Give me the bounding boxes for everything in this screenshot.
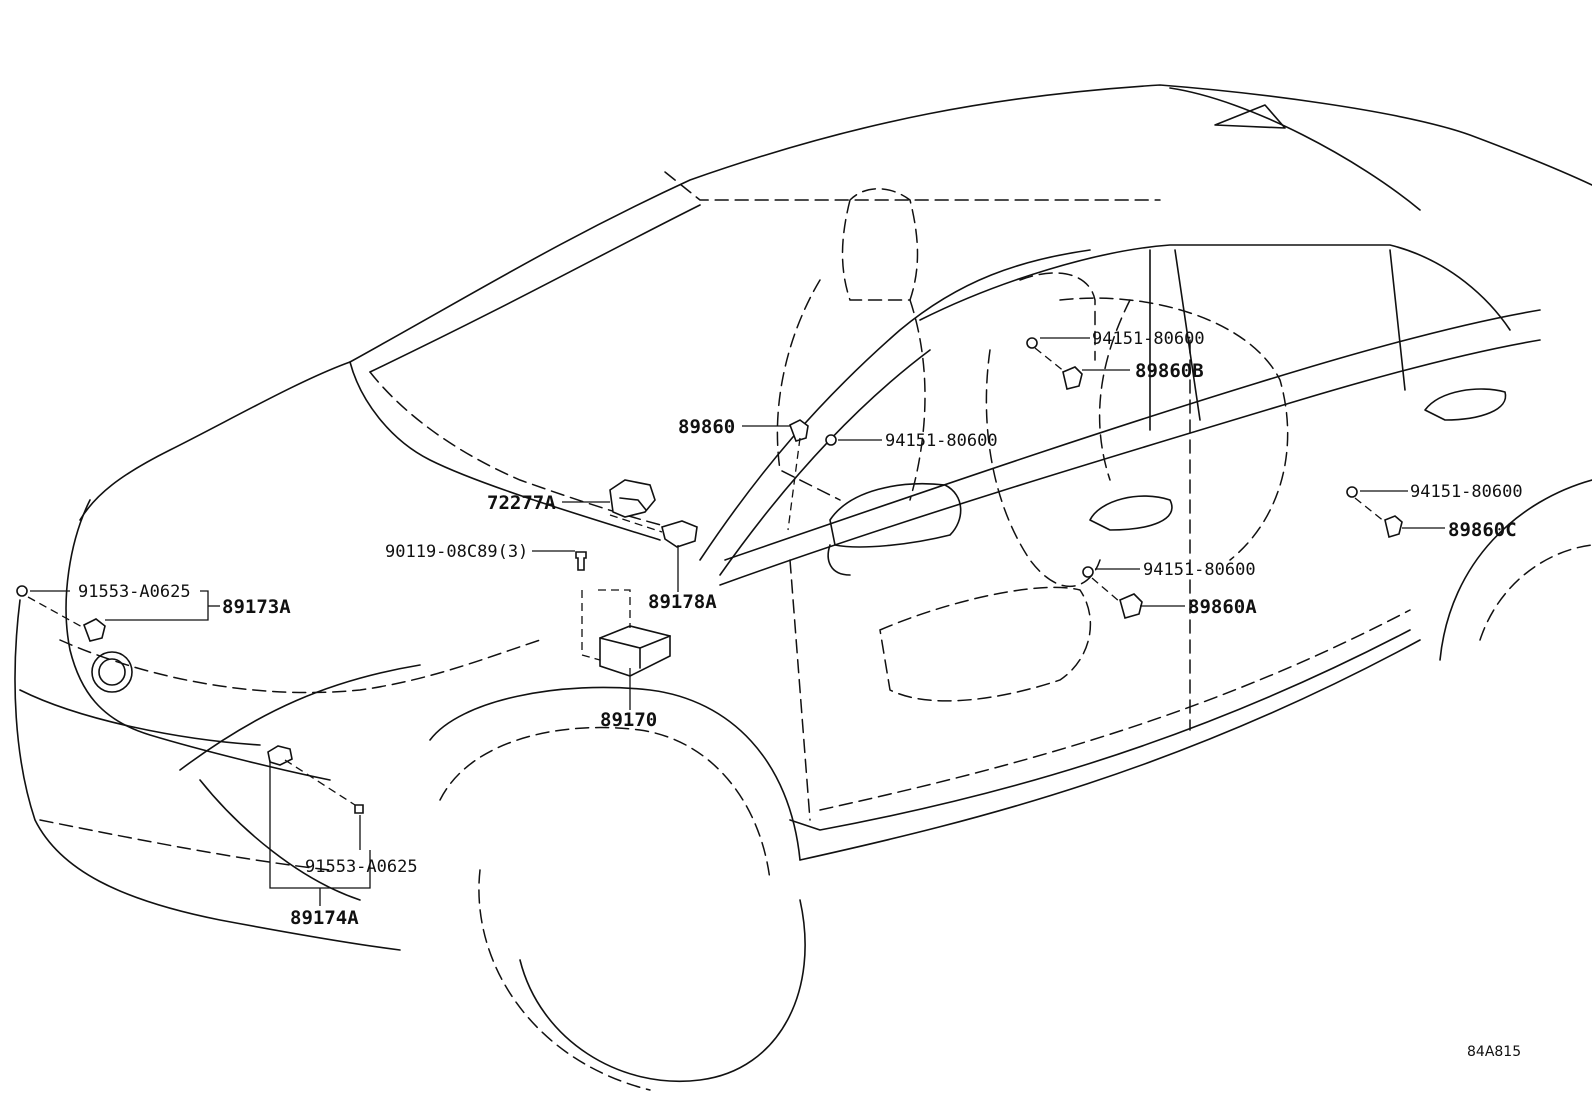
- label-94151-80600-top: 94151-80600: [1092, 329, 1205, 349]
- ecu-89170-icon: [599, 625, 671, 677]
- sensor-89173a-icon: [82, 618, 106, 642]
- label-89173a: 89173A: [222, 596, 291, 618]
- label-91553-a0625-low: 91553-A0625: [305, 857, 418, 877]
- label-91553-a0625-left: 91553-A0625: [78, 582, 191, 602]
- nut-icon: [16, 585, 28, 597]
- sensor-89178a-icon: [661, 520, 698, 548]
- sensor-89860a-icon: [1119, 593, 1143, 619]
- label-72277a: 72277A: [487, 492, 556, 514]
- label-94151-80600-mid: 94151-80600: [885, 431, 998, 451]
- sensor-parts: [16, 337, 1403, 814]
- label-89860c: 89860C: [1448, 519, 1517, 541]
- label-94151-80600-right: 94151-80600: [1410, 482, 1523, 502]
- label-89860: 89860: [678, 416, 735, 438]
- car-outline: [14, 84, 1592, 1091]
- label-89178a: 89178A: [648, 591, 717, 613]
- nut-icon: [354, 804, 364, 814]
- sensor-89860-icon: [788, 419, 809, 442]
- label-89174a: 89174A: [290, 907, 359, 929]
- label-89860a: 89860A: [1188, 596, 1257, 618]
- bracket-72277a-icon: [609, 479, 656, 518]
- diagram-code: 84A815: [1467, 1044, 1521, 1060]
- nut-icon: [825, 434, 837, 446]
- sensor-89860c-icon: [1384, 515, 1403, 539]
- label-89860b: 89860B: [1135, 360, 1204, 382]
- seats: [776, 188, 1289, 702]
- part-labels: 94151-80600 89860B 89860 94151-80600 722…: [78, 329, 1523, 1060]
- nut-icon: [1346, 486, 1358, 498]
- sensor-89860b-icon: [1062, 366, 1083, 390]
- nut-icon: [1026, 337, 1038, 349]
- nut-icon: [1082, 566, 1094, 578]
- label-89170: 89170: [600, 709, 657, 731]
- leader-lines: [27, 337, 1445, 906]
- bolt-icon: [575, 551, 587, 571]
- label-94151-80600-low: 94151-80600: [1143, 560, 1256, 580]
- label-90119-08c89: 90119-08C89(3): [385, 542, 528, 562]
